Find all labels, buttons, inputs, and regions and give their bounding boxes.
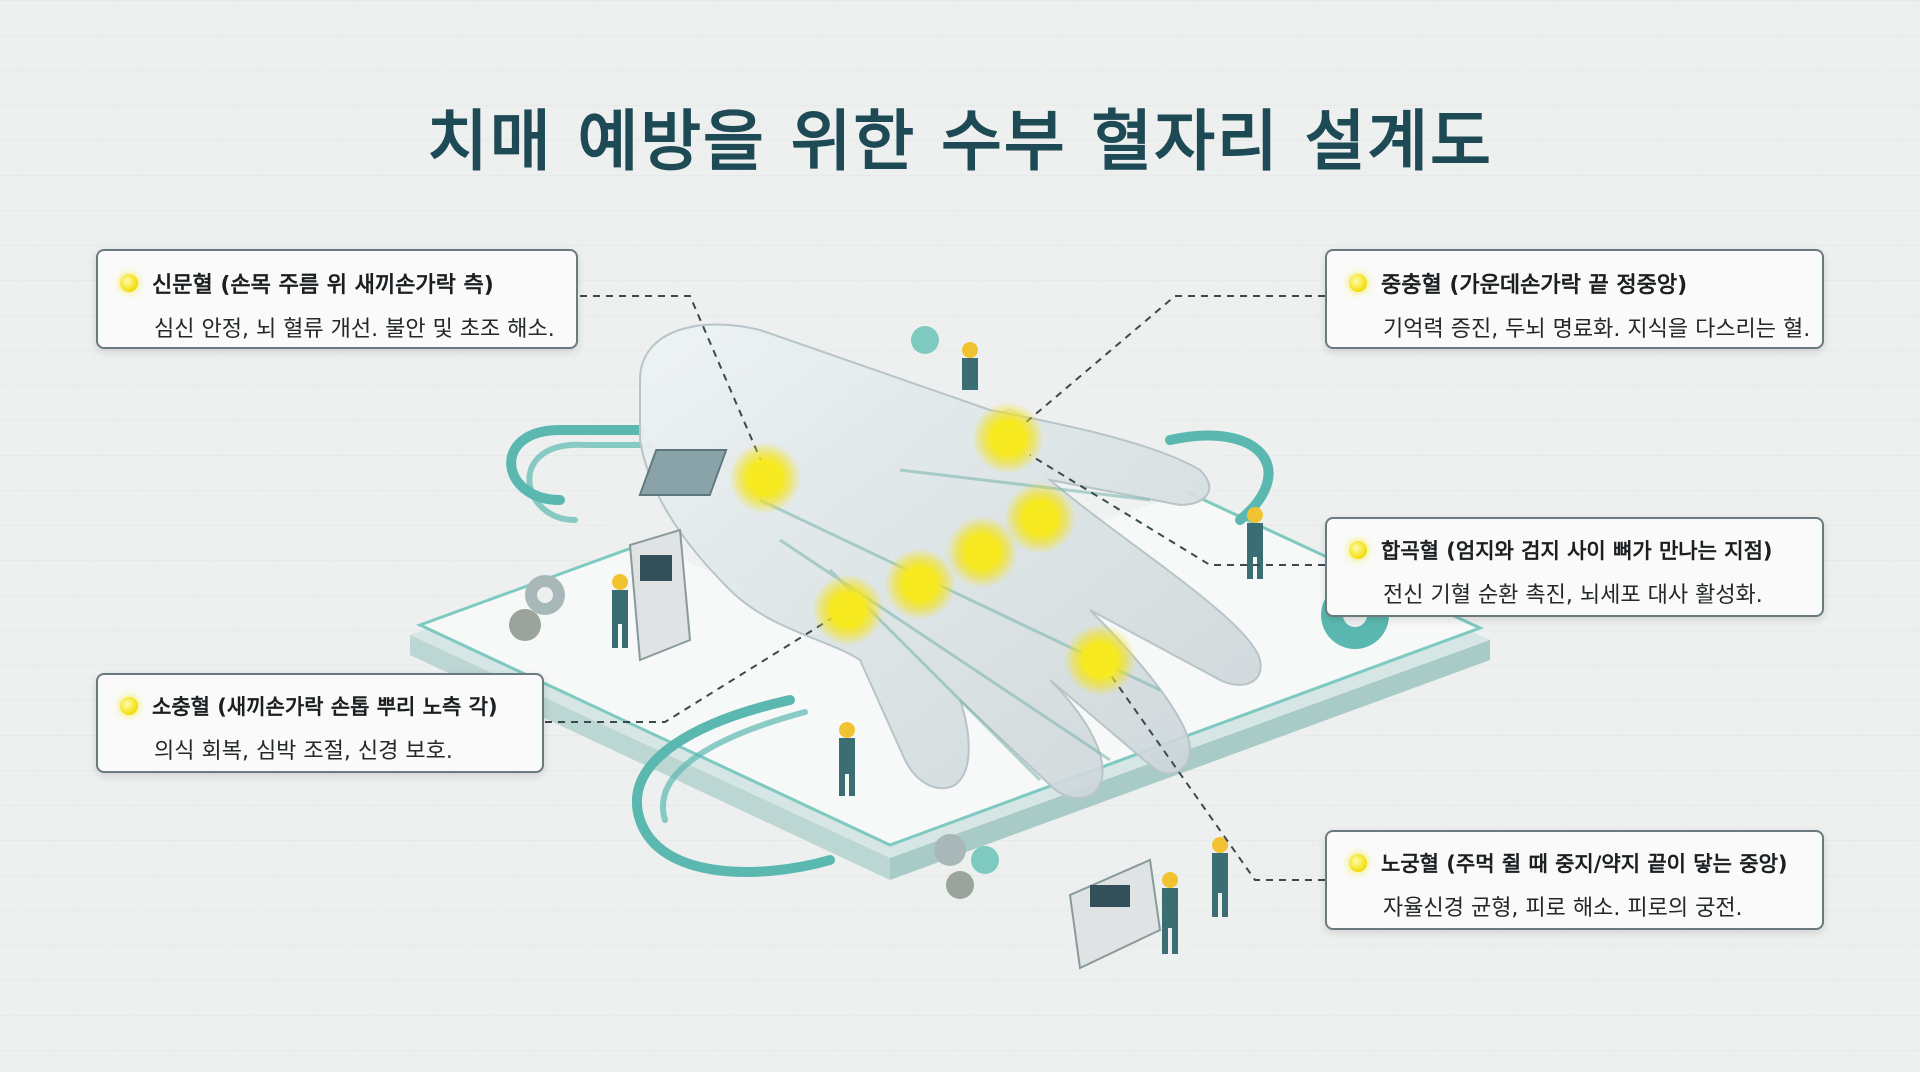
acupoint-dot-icon [120, 274, 138, 292]
callout-shinmun: 신문혈 (손목 주름 위 새끼손가락 측) 심신 안정, 뇌 혈류 개선. 불안… [96, 249, 578, 349]
point-description: 의식 회복, 심박 조절, 신경 보호. [154, 739, 453, 764]
acupoint-dot-icon [972, 402, 1044, 474]
worker-figure-icon [612, 342, 1263, 954]
callout-hapgok: 합곡혈 (엄지와 검지 사이 뼈가 만나는 지점) 전신 기혈 순환 촉진, 뇌… [1325, 517, 1824, 617]
point-name: 합곡혈 (엄지와 검지 사이 뼈가 만나는 지점) [1381, 539, 1773, 563]
acupoint-dot-icon [884, 548, 956, 620]
point-name: 노궁혈 (주먹 쥘 때 중지/약지 끝이 닿는 중앙) [1381, 852, 1788, 876]
point-description: 자율신경 균형, 피로 해소. 피로의 궁전. [1383, 896, 1743, 921]
leader-lines [545, 295, 1325, 881]
point-name: 신문혈 (손목 주름 위 새끼손가락 측) [152, 273, 494, 298]
acupoint-dot-icon [946, 516, 1018, 588]
microchip-icon [638, 449, 728, 496]
acupoint-dot-icon [729, 442, 801, 514]
acupoint-dot-icon [1064, 624, 1136, 696]
acupoint-dot-icon [120, 697, 138, 715]
acupoint-dot-icon [1349, 541, 1367, 559]
acupoint-dot-icon [1004, 482, 1076, 554]
callout-sochung: 소충혈 (새끼손가락 손톱 뿌리 노측 각) 의식 회복, 심박 조절, 신경 … [96, 673, 544, 773]
acupoint-dot-icon [1349, 854, 1367, 872]
acupoint-dot-icon [1349, 274, 1367, 292]
callout-nogung: 노궁혈 (주먹 쥘 때 중지/약지 끝이 닿는 중앙) 자율신경 균형, 피로 … [1325, 830, 1824, 930]
point-name: 중충혈 (가운데손가락 끝 정중앙) [1381, 273, 1688, 298]
point-name: 소충혈 (새끼손가락 손톱 뿌리 노측 각) [152, 695, 498, 719]
point-description: 심신 안정, 뇌 혈류 개선. 불안 및 초조 해소. [154, 317, 555, 342]
point-description: 기억력 증진, 두뇌 명료화. 지식을 다스리는 혈. [1383, 317, 1811, 342]
callout-jungchung: 중충혈 (가운데손가락 끝 정중앙) 기억력 증진, 두뇌 명료화. 지식을 다… [1325, 249, 1824, 349]
acupoint-dot-icon [812, 574, 884, 646]
coolant-pipes [506, 425, 1274, 877]
point-description: 전신 기혈 순환 촉진, 뇌세포 대사 활성화. [1383, 583, 1763, 608]
page-title: 치매 예방을 위한 수부 혈자리 설계도 [427, 103, 1493, 180]
acupoint-dots [729, 402, 1136, 696]
control-console-icon [628, 528, 1162, 970]
